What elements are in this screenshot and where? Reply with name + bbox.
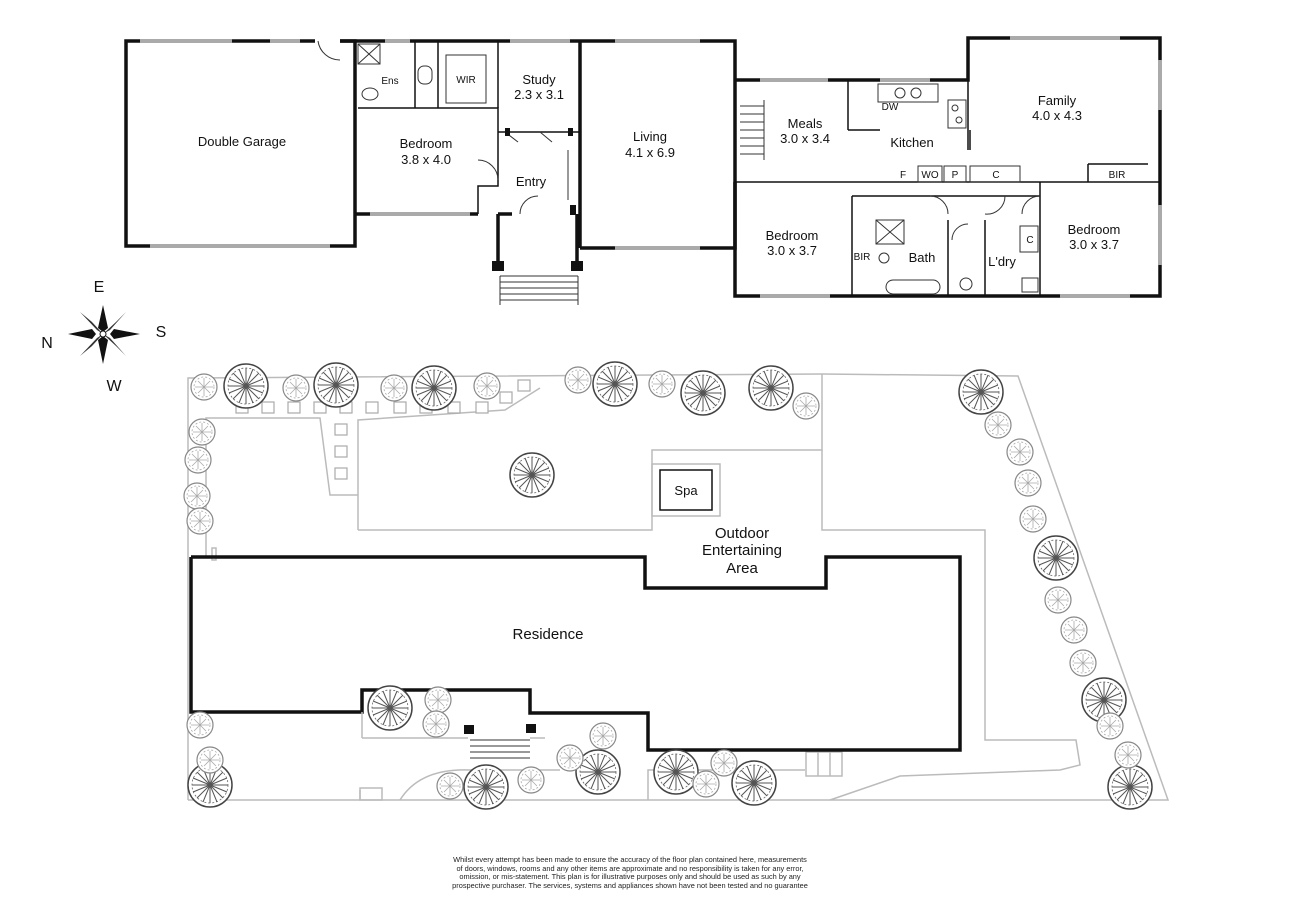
room-name-study: Study (522, 72, 556, 87)
outdoor-label-2: Entertaining (702, 542, 782, 559)
compass-s: S (156, 324, 167, 341)
site-plan: Spa Residence Outdoor Entertaining Area (187, 373, 1170, 801)
room-size-bedroom2: 3.0 x 3.7 (767, 243, 817, 258)
room-name-living: Living (633, 129, 667, 144)
room-size-bedroom1: 3.8 x 4.0 (401, 152, 451, 167)
disclaimer-text: Whilst every attempt has been made to en… (360, 855, 900, 890)
room-name-bedroom2: Bedroom (766, 228, 819, 243)
outdoor-label-3: Area (726, 560, 758, 577)
disclaimer-line-2: of doors, windows, rooms and any other i… (456, 863, 804, 873)
living-walls (580, 39, 737, 250)
fixture-f: F (900, 170, 906, 181)
room-size-study: 2.3 x 3.1 (514, 87, 564, 102)
east-wing-walls (733, 36, 1162, 298)
room-name-meals: Meals (788, 116, 823, 131)
room-size-family: 4.0 x 4.3 (1032, 108, 1082, 123)
room-size-living: 4.1 x 6.9 (625, 145, 675, 160)
room-name-garage: Double Garage (198, 134, 286, 149)
room-name-family: Family (1038, 93, 1077, 108)
fixture-p: P (952, 170, 959, 181)
fixture-c1: C (992, 170, 999, 181)
room-name-wir: WIR (456, 75, 475, 86)
disclaimer-line-4: prospective purchaser. The services, sys… (452, 880, 808, 890)
residence-label: Residence (513, 626, 584, 643)
fixture-bir1: BIR (854, 252, 871, 263)
compass-w: W (106, 378, 122, 395)
room-name-entry: Entry (516, 174, 547, 189)
spa-label: Spa (674, 483, 698, 498)
outdoor-label-1: Outdoor (715, 525, 769, 542)
compass-e: E (94, 279, 105, 296)
compass-rose: E N S W (41, 279, 166, 395)
room-name-laundry: L'dry (988, 254, 1016, 269)
room-labels: Double Garage Ens WIR Bedroom 3.8 x 4.0 … (198, 72, 1125, 269)
fixture-dw: DW (882, 102, 899, 113)
room-name-bedroom1: Bedroom (400, 136, 453, 151)
fixture-c2: C (1026, 235, 1033, 246)
room-size-bedroom3: 3.0 x 3.7 (1069, 237, 1119, 252)
compass-n: N (41, 335, 53, 352)
room-size-meals: 3.0 x 3.4 (780, 131, 830, 146)
disclaimer-line-1: Whilst every attempt has been made to en… (453, 855, 807, 864)
west-wing-walls (270, 39, 583, 305)
room-name-kitchen: Kitchen (890, 135, 933, 150)
room-name-bath: Bath (909, 250, 936, 265)
disclaimer-line-3: omission, or mis-statement. This plan is… (459, 872, 801, 882)
fixture-wo: WO (921, 170, 938, 181)
landscape-trees (183, 361, 1153, 810)
room-name-bedroom3: Bedroom (1068, 222, 1121, 237)
room-name-ens: Ens (381, 76, 398, 87)
floor-plan: Double Garage Ens WIR Bedroom 3.8 x 4.0 … (124, 36, 1162, 305)
fixture-bir2: BIR (1109, 170, 1126, 181)
